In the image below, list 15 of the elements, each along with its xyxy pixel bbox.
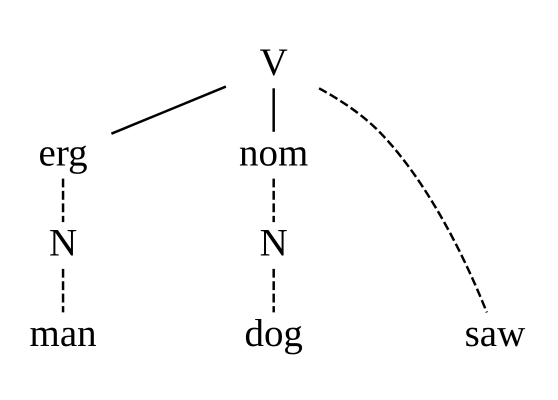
node-text: N	[48, 221, 78, 264]
connector	[318, 86, 488, 312]
connector	[110, 84, 226, 134]
node-text: nom	[239, 130, 308, 174]
connector	[62, 178, 64, 222]
node-text: N	[260, 221, 288, 264]
node-text: man	[30, 311, 97, 354]
connector	[272, 268, 275, 312]
connector	[272, 178, 275, 222]
connector	[272, 88, 275, 132]
node-text: dog	[244, 311, 303, 354]
node-text: V	[260, 40, 288, 84]
node-text: erg	[38, 130, 88, 174]
node-text: saw	[464, 311, 526, 354]
connector	[62, 268, 64, 312]
